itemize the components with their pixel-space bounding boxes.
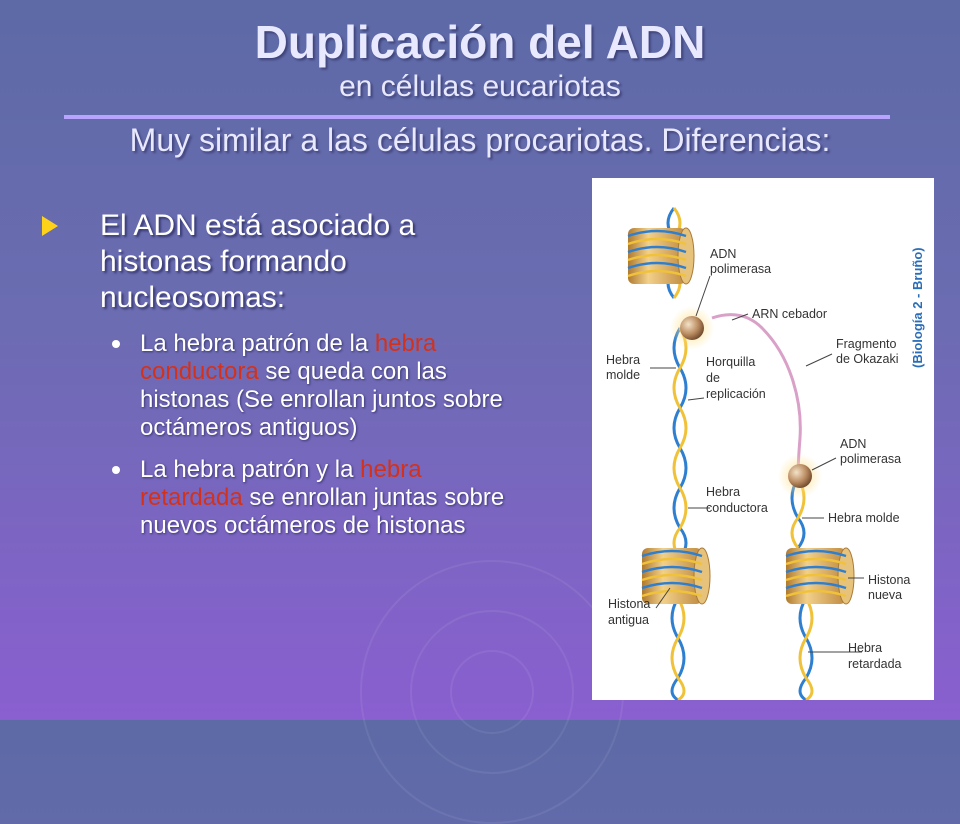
dna-polymerase-2 xyxy=(788,464,812,488)
label-okazaki-fragment-b: de Okazaki xyxy=(836,352,899,366)
slide-title-block: Duplicación del ADN en células eucariota… xyxy=(0,0,960,104)
sub-bullet-2: La hebra patrón y la hebra retardada se … xyxy=(88,456,514,540)
label-old-histone: Histona xyxy=(608,597,650,611)
label-dna-polymerase-1: ADN xyxy=(710,247,736,261)
background-swirl xyxy=(450,650,534,734)
label-leading-strand: Hebra xyxy=(706,485,740,499)
label-replication-fork-b: de xyxy=(706,371,720,385)
label-template-strand-1-b: molde xyxy=(606,368,640,382)
label-leading-strand-b: conductora xyxy=(706,501,768,515)
lagging-strand-helix xyxy=(711,313,814,700)
dot-bullet-icon xyxy=(112,466,120,474)
slide-subtitle: en células eucariotas xyxy=(339,70,621,103)
figure-credit: (Biología 2 - Bruño) xyxy=(910,247,925,368)
bullet-list: El ADN está asociado a histonas formando… xyxy=(34,208,514,540)
leading-strand-helix xyxy=(670,327,688,700)
label-replication-fork: Horquilla xyxy=(706,355,755,369)
label-new-histone-b: nueva xyxy=(868,588,902,602)
label-dna-polymerase-2-b: polimerasa xyxy=(840,452,901,466)
slide-subheading: Muy similar a las células procariotas. D… xyxy=(129,122,831,158)
label-dna-polymerase-2: ADN xyxy=(840,437,866,451)
sub-bullet-2-highlight: hebra retardada xyxy=(140,456,422,511)
dot-bullet-icon xyxy=(112,340,120,348)
label-lagging-strand-b: retardada xyxy=(848,657,902,671)
label-lagging-strand: Hebra xyxy=(848,641,882,655)
dna-replication-diagram: ADN polimerasa ARN cebador Fragmento de … xyxy=(606,207,925,700)
bullet-main-text: El ADN está asociado a histonas formando… xyxy=(100,209,416,314)
label-rna-primer: ARN cebador xyxy=(752,307,827,321)
dna-polymerase-1 xyxy=(680,316,704,340)
sub-bullet-1-highlight: hebra conductora xyxy=(140,330,437,385)
sub-bullet-1: La hebra patrón de la hebra conductora s… xyxy=(88,330,514,442)
label-new-histone: Histona xyxy=(868,573,910,587)
new-histone-nucleosome xyxy=(785,547,855,605)
sub-bullet-1-post: se queda con las histonas (Se enrollan j… xyxy=(140,358,503,441)
label-replication-fork-c: replicación xyxy=(706,387,766,401)
title-divider xyxy=(64,115,890,119)
sub-bullet-2-post: se enrollan juntas sobre nuevos octámero… xyxy=(140,484,505,539)
label-template-strand-2: Hebra molde xyxy=(828,511,900,525)
top-nucleosome xyxy=(627,227,695,285)
slide-title: Duplicación del ADN xyxy=(254,16,706,68)
label-leader-lines xyxy=(650,275,864,653)
old-histone-nucleosome xyxy=(641,547,711,605)
sub-bullet-2-pre: La hebra patrón y la xyxy=(140,456,361,483)
label-template-strand-1: Hebra xyxy=(606,353,640,367)
sub-bullet-1-pre: La hebra patrón de la xyxy=(140,330,375,357)
dna-replication-figure: ADN polimerasa ARN cebador Fragmento de … xyxy=(592,178,934,700)
label-dna-polymerase-1-b: polimerasa xyxy=(710,262,771,276)
label-okazaki-fragment: Fragmento xyxy=(836,337,896,351)
label-old-histone-b: antigua xyxy=(608,613,649,627)
arrow-bullet-icon xyxy=(42,216,58,236)
bullet-main: El ADN está asociado a histonas formando… xyxy=(34,208,514,316)
